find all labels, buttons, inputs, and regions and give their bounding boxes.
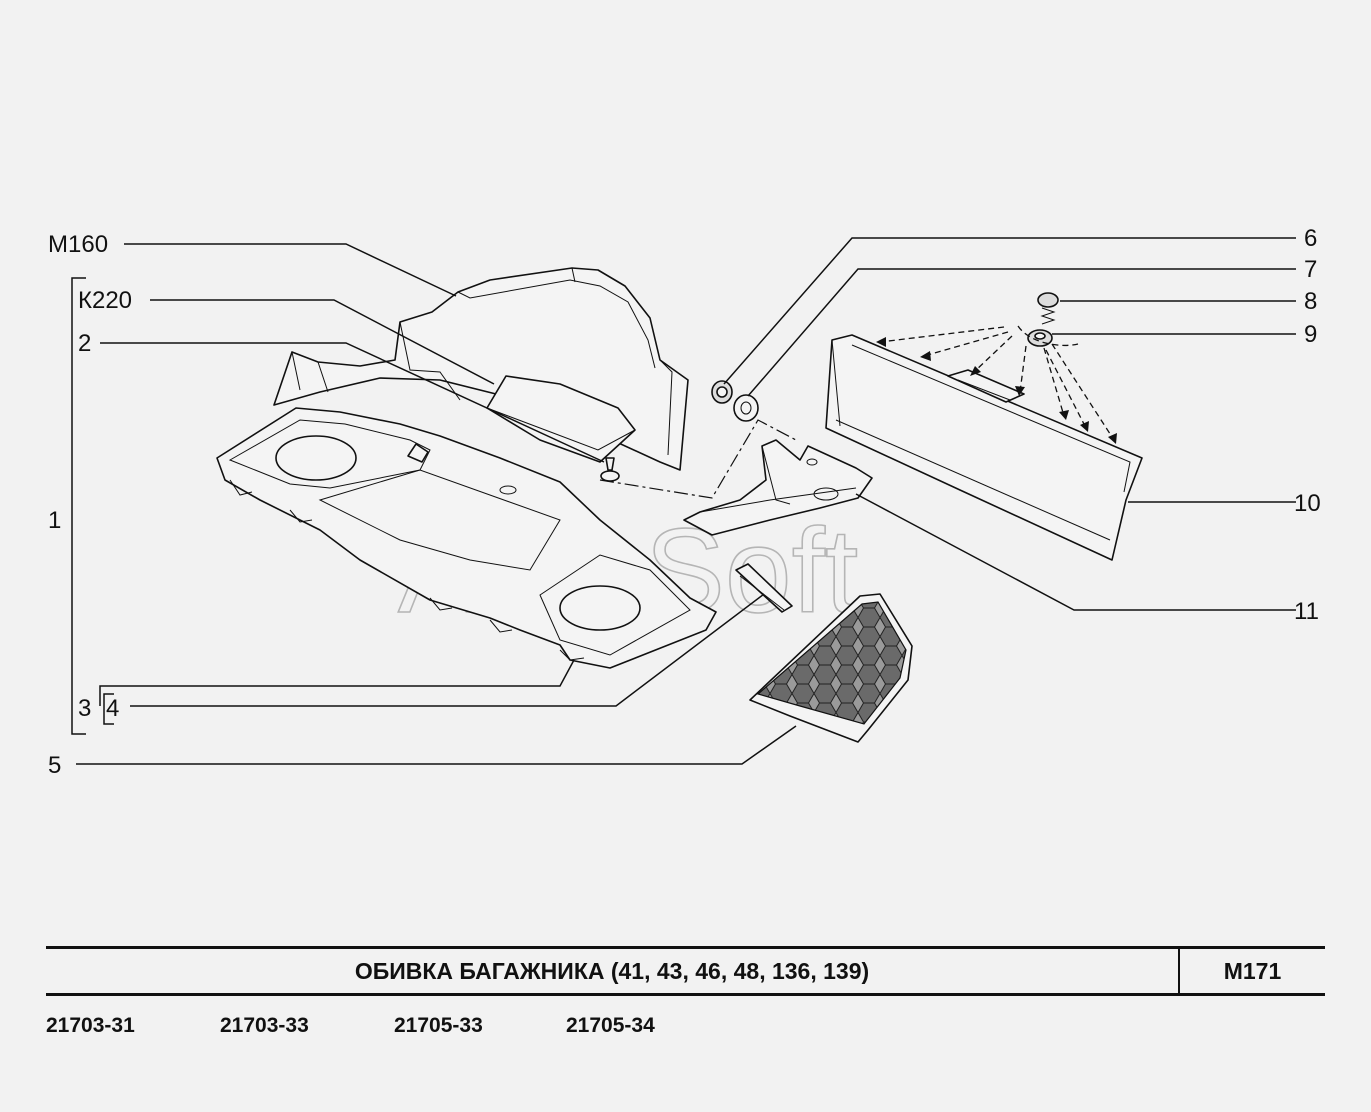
label-k220: К220	[78, 287, 132, 314]
label-7: 7	[1304, 256, 1317, 283]
label-2: 2	[78, 330, 91, 357]
model-code: 21703-33	[220, 1014, 309, 1037]
grille-part-5	[749, 593, 913, 743]
leader-lines	[71, 237, 1296, 765]
label-10: 10	[1294, 490, 1321, 517]
label-9: 9	[1304, 321, 1317, 348]
label-8: 8	[1304, 288, 1317, 315]
title-separator	[1178, 949, 1180, 993]
label-3: 3	[78, 695, 91, 722]
screw-part-8	[1037, 292, 1059, 325]
clip-part-9	[1027, 329, 1053, 347]
rear-panel-part-10	[825, 334, 1143, 561]
screw-part-2	[600, 457, 620, 482]
label-m160: М160	[48, 231, 108, 258]
label-11: 11	[1294, 598, 1319, 625]
model-code: 21705-34	[566, 1014, 655, 1037]
label-1: 1	[48, 507, 61, 534]
model-code: 21703-31	[46, 1014, 135, 1037]
callout-labels: М160 К220 2 1 3 4 5 6 7 8 9 10 11	[48, 225, 1321, 779]
pad-k220	[486, 375, 636, 463]
diagram-title: ОБИВКА БАГАЖНИКА (41, 43, 46, 48, 136, 1…	[354, 958, 870, 984]
title-band: ОБИВКА БАГАЖНИКА (41, 43, 46, 48, 136, 1…	[46, 946, 1325, 996]
axis-line	[599, 419, 797, 499]
washer-part-7	[733, 394, 759, 422]
label-4: 4	[106, 695, 119, 722]
clip-part-4	[735, 563, 793, 613]
label-6: 6	[1304, 225, 1317, 252]
bracket-part-11	[683, 439, 873, 536]
attachment-arrows	[876, 325, 1117, 444]
nut-part-6	[711, 380, 733, 404]
label-5: 5	[48, 752, 61, 779]
diagram-code: М171	[1223, 958, 1282, 984]
rear-shelf-part-1	[216, 407, 717, 669]
model-code: 21705-33	[394, 1014, 483, 1037]
